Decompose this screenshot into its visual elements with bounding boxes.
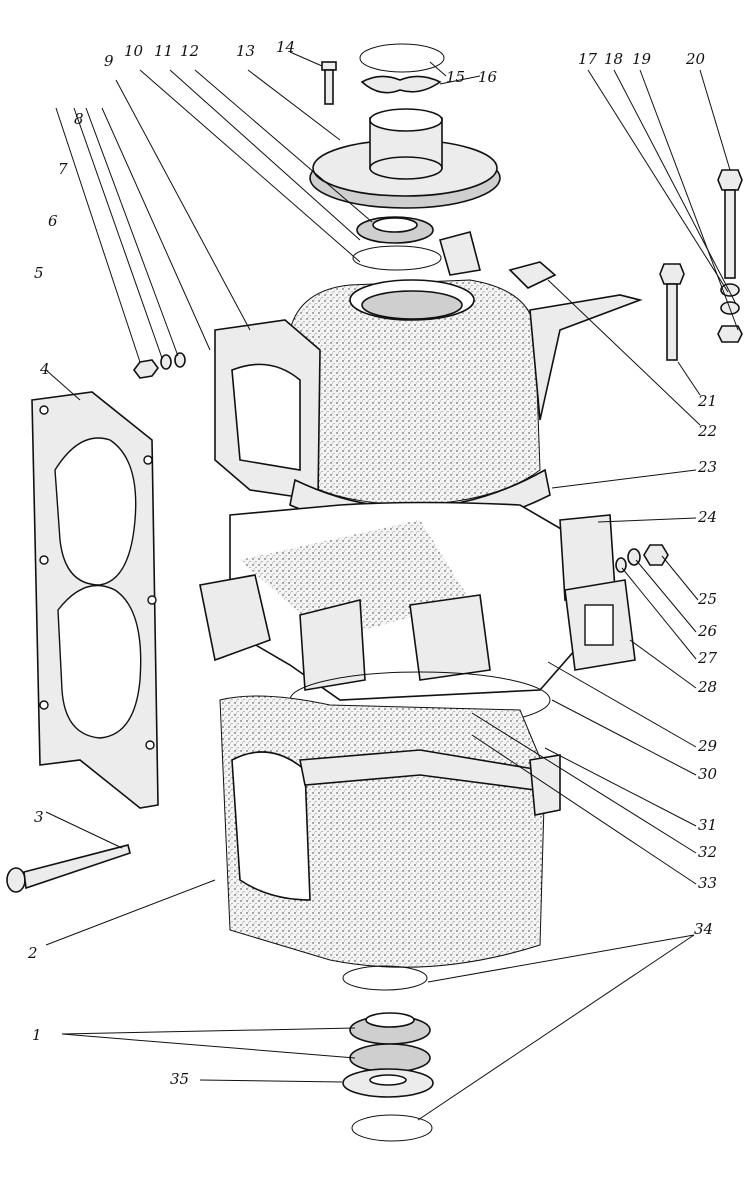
callout-6: 6 bbox=[48, 212, 58, 230]
bolt-3 bbox=[6, 844, 131, 893]
callout-16: 16 bbox=[478, 68, 498, 86]
callout-5: 5 bbox=[34, 264, 44, 282]
top-cover bbox=[309, 108, 501, 209]
callout-29: 29 bbox=[697, 737, 718, 755]
callout-3: 3 bbox=[34, 808, 44, 826]
callout-20: 20 bbox=[685, 50, 706, 68]
bottom-ring-lower bbox=[351, 1114, 433, 1142]
bottom-bearing bbox=[349, 1012, 431, 1073]
gasket-plate bbox=[31, 391, 159, 809]
callout-26: 26 bbox=[697, 622, 718, 640]
callout-21: 21 bbox=[697, 392, 717, 410]
callout-9: 9 bbox=[104, 52, 114, 70]
callout-12: 12 bbox=[180, 42, 199, 60]
callout-22: 22 bbox=[697, 422, 717, 440]
callout-19: 19 bbox=[632, 50, 652, 68]
top-bearing bbox=[352, 216, 442, 271]
nut-set-right bbox=[615, 544, 669, 573]
callout-23: 23 bbox=[697, 458, 717, 476]
callout-4: 4 bbox=[39, 360, 50, 378]
bottom-ring-upper bbox=[342, 965, 428, 991]
callout-11: 11 bbox=[154, 42, 173, 60]
callout-10: 10 bbox=[124, 42, 144, 60]
upper-crankcase bbox=[214, 231, 643, 531]
callout-34: 34 bbox=[694, 920, 713, 938]
callout-8: 8 bbox=[74, 110, 84, 128]
callout-17: 17 bbox=[578, 50, 598, 68]
callout-25: 25 bbox=[697, 590, 717, 608]
middle-section bbox=[199, 501, 636, 729]
callout-labels: 1 2 3 4 5 6 7 8 9 10 11 12 13 14 15 16 1… bbox=[27, 38, 718, 1088]
callout-30: 30 bbox=[698, 765, 718, 783]
callout-35: 35 bbox=[170, 1070, 189, 1088]
lower-crankcase bbox=[219, 695, 561, 968]
leader-lines bbox=[45, 51, 739, 1121]
callout-32: 32 bbox=[698, 843, 717, 861]
bolt-14 bbox=[321, 61, 337, 105]
callout-31: 31 bbox=[698, 816, 717, 834]
lock-plate bbox=[508, 261, 557, 289]
callout-15: 15 bbox=[446, 68, 465, 86]
nut-set-left bbox=[133, 352, 186, 379]
callout-27: 27 bbox=[697, 649, 718, 667]
bolt-21 bbox=[659, 263, 685, 361]
callout-13: 13 bbox=[236, 42, 255, 60]
callout-33: 33 bbox=[698, 874, 717, 892]
bolt-20 bbox=[717, 169, 743, 343]
callout-7: 7 bbox=[58, 160, 68, 178]
callout-28: 28 bbox=[697, 678, 717, 696]
callout-14: 14 bbox=[276, 38, 295, 56]
bottom-seal bbox=[342, 1068, 434, 1098]
snap-ring-top bbox=[359, 43, 445, 94]
callout-18: 18 bbox=[604, 50, 623, 68]
callout-24: 24 bbox=[697, 508, 717, 526]
callout-1: 1 bbox=[32, 1026, 42, 1044]
callout-2: 2 bbox=[27, 944, 38, 962]
